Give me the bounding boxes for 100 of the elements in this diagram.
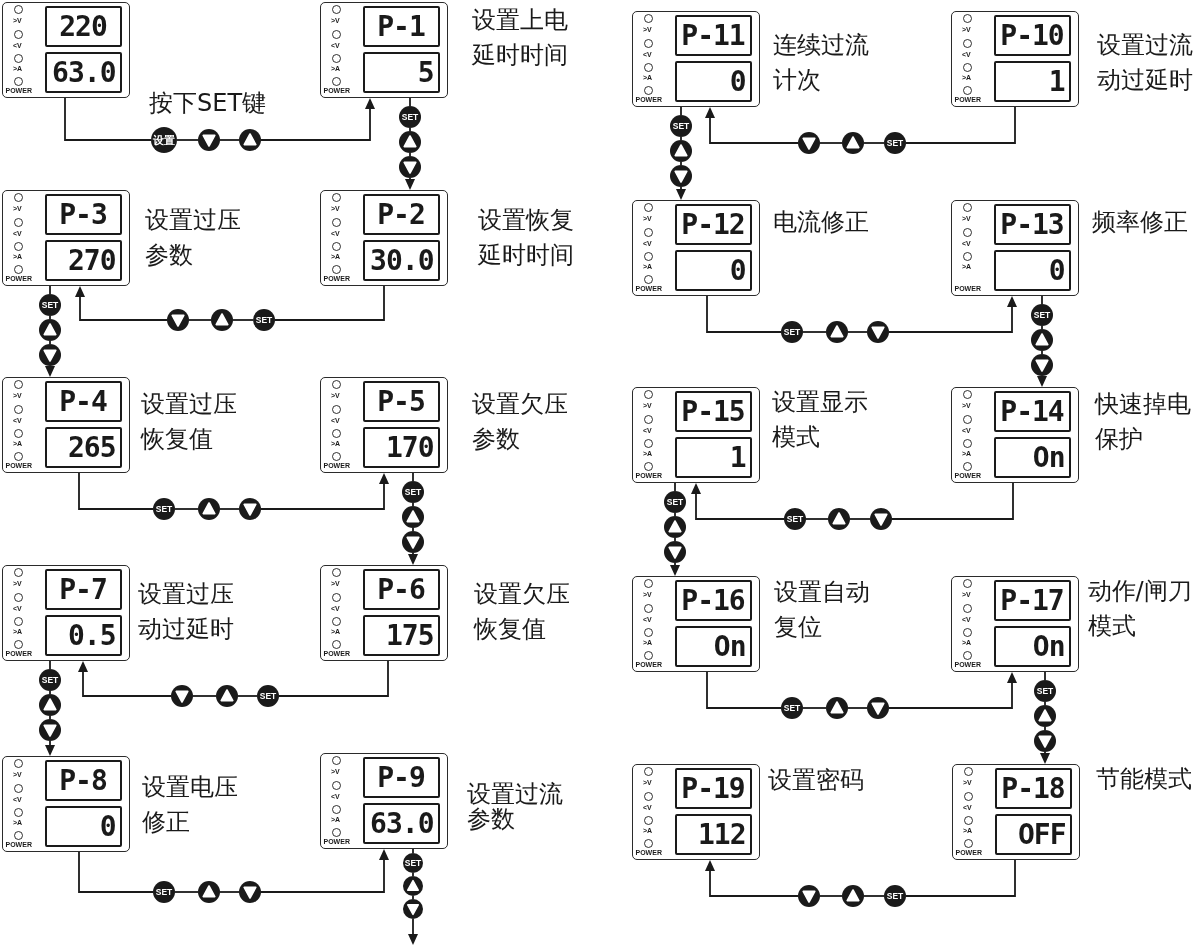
lcd-display: 5 — [362, 51, 440, 93]
arrow — [260, 473, 389, 510]
lcd-display: On — [993, 436, 1071, 478]
key-button: SET — [257, 685, 279, 707]
connector-line — [805, 518, 829, 520]
connector-line — [174, 508, 199, 510]
arrow — [1040, 751, 1050, 764]
lcd-display: 1 — [674, 436, 752, 478]
lcd-display: P-11 — [674, 14, 752, 56]
connector-line — [49, 285, 51, 295]
connector-line — [192, 695, 217, 697]
arrow — [405, 177, 415, 190]
key-button: SET — [39, 294, 61, 316]
lcd-display: P-5 — [362, 380, 440, 422]
connector-line — [412, 472, 414, 482]
node-label: 设置欠压参数 — [471, 389, 569, 455]
lcd-display: P-2 — [362, 193, 440, 235]
node-label: 动作/闸刀模式 — [1087, 576, 1193, 642]
lcd-display: 265 — [44, 426, 122, 468]
connector-line — [905, 106, 1016, 144]
connector-line — [409, 97, 411, 107]
node-label: 频率修正 — [1091, 207, 1189, 238]
node-label: 节能模式 — [1095, 764, 1193, 795]
connector-line — [219, 891, 240, 893]
connector-line — [680, 106, 682, 116]
arrow — [705, 107, 799, 144]
node-label: 设置自动复位 — [773, 577, 871, 643]
arrow — [45, 740, 55, 756]
connector-line — [274, 285, 385, 321]
connector-line — [1044, 701, 1046, 706]
key-button: SET — [1034, 680, 1056, 702]
lcd-display: OFF — [994, 813, 1072, 855]
lcd-display: 63.0 — [362, 802, 440, 844]
lcd-display: P-16 — [674, 579, 752, 621]
connector-line — [278, 660, 389, 697]
lcd-display: 0 — [674, 249, 752, 291]
arrow — [888, 296, 1017, 333]
arrow — [705, 860, 799, 897]
node-label: 设置欠压恢复值 — [473, 579, 571, 645]
key-button: SET — [253, 309, 275, 331]
lcd-display: 0 — [993, 249, 1071, 291]
connector-line — [49, 690, 51, 695]
connector-line — [237, 695, 258, 697]
arrow — [676, 186, 686, 200]
connector-line — [409, 152, 411, 157]
lcd-display: 30.0 — [362, 239, 440, 281]
key-button: SET — [39, 669, 61, 691]
key-button: SET — [884, 132, 906, 154]
arrow — [75, 286, 168, 321]
arrow — [888, 672, 1017, 709]
arrow — [1037, 375, 1047, 387]
controller-panel — [2, 2, 130, 98]
arrow — [45, 365, 55, 377]
lcd-display: P-4 — [44, 380, 122, 422]
connector-line — [680, 161, 682, 166]
node-label: 电流修正 — [772, 207, 870, 238]
lcd-display: P-17 — [993, 579, 1071, 621]
lcd-display: 0 — [674, 60, 752, 102]
lcd-display: P-7 — [44, 568, 122, 610]
connector-line — [412, 848, 414, 854]
key-button: SET — [884, 885, 906, 907]
key-button: SET — [399, 106, 421, 128]
connector-line — [188, 319, 212, 321]
lcd-display: 0.5 — [44, 614, 122, 656]
connector-line — [176, 139, 199, 141]
connector-line — [863, 895, 885, 897]
node-label: 设置过流参数 — [466, 782, 564, 832]
connector-line — [674, 537, 676, 542]
key-button: SET — [664, 491, 686, 513]
arrow — [691, 483, 785, 520]
key-button: SET — [153, 881, 175, 903]
connector-line — [412, 872, 414, 877]
connector-line — [802, 707, 827, 709]
connector-line — [1044, 726, 1046, 731]
connector-line — [49, 315, 51, 320]
lcd-display: On — [674, 625, 752, 667]
connector-line — [1044, 671, 1046, 681]
connector-line — [64, 97, 152, 141]
lcd-display: P-19 — [674, 767, 752, 809]
instruction-text: 按下SET键 — [149, 87, 267, 119]
node-label: 设置电压修正 — [141, 772, 239, 838]
connector-line — [1041, 295, 1043, 305]
node-label: 设置过压动过延时 — [137, 579, 235, 645]
connector-line — [891, 482, 1014, 520]
arrow — [260, 849, 389, 893]
connector-line — [819, 895, 843, 897]
lcd-display: 63.0 — [44, 51, 122, 93]
lcd-display: 170 — [362, 426, 440, 468]
connector-line — [219, 139, 240, 141]
connector-line — [412, 895, 414, 900]
connector-line — [863, 142, 885, 144]
key-button: 设置 — [151, 127, 177, 153]
lcd-display: P-13 — [993, 203, 1071, 245]
connector-line — [706, 671, 782, 709]
key-button: SET — [670, 115, 692, 137]
node-label: 设置恢复延时时间 — [477, 205, 575, 271]
connector-line — [1041, 350, 1043, 355]
arrow — [408, 918, 418, 945]
lcd-display: P-12 — [674, 203, 752, 245]
connector-line — [847, 331, 868, 333]
